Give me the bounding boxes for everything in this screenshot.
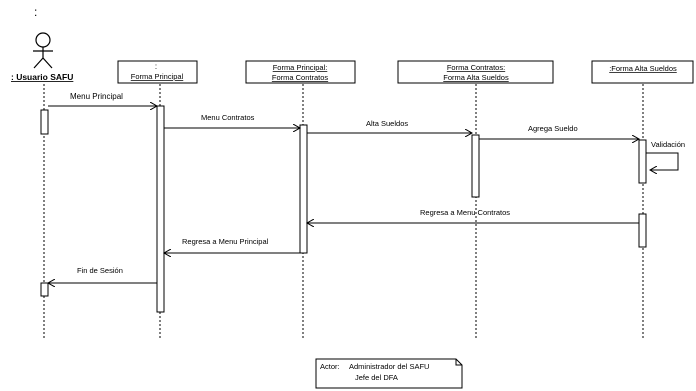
- activation-forma-alta-sueldos-instance-1: [638, 139, 647, 184]
- message-label-regresa-menu-principal: Regresa a Menu Principal: [182, 237, 269, 246]
- activation-actor-2: [40, 282, 49, 297]
- actor-note-line2: Jefe del DFA: [355, 373, 398, 382]
- message-label-alta-sueldos: Alta Sueldos: [366, 119, 408, 128]
- actor-note-line1: Administrador del SAFU: [349, 362, 429, 371]
- object-box-forma-principal: : Forma Principal: [117, 60, 198, 84]
- object-box-forma-contratos-title-line1: Forma Principal:: [273, 63, 328, 72]
- activation-forma-alta-sueldos-instance-2: [638, 213, 647, 248]
- object-box-forma-principal-title: Forma Principal: [131, 72, 184, 81]
- lifelines: [43, 84, 644, 340]
- message-arrow-validacion: [646, 152, 679, 170]
- actor-note-fold: [455, 359, 462, 366]
- object-box-forma-alta-sueldos-instance-title: :Forma Alta Sueldos: [609, 64, 677, 73]
- actor-note-box: [315, 358, 463, 389]
- object-box-forma-principal-colon: :: [155, 62, 157, 71]
- message-label-validacion: Validación: [651, 140, 685, 149]
- message-label-menu-contratos: Menu Contratos: [201, 113, 255, 122]
- object-box-forma-alta-sueldos-title-line2: Forma Alta Sueldos: [443, 73, 509, 82]
- activation-forma-contratos: [299, 124, 308, 254]
- object-box-forma-contratos: Forma Principal: Forma Contratos: [245, 60, 356, 84]
- object-box-forma-contratos-title-line2: Forma Contratos: [272, 73, 329, 82]
- message-label-agrega-sueldo: Agrega Sueldo: [528, 124, 578, 133]
- object-box-forma-alta-sueldos: Forma Contratos: Forma Alta Sueldos: [397, 60, 554, 84]
- message-label-fin-de-sesion: Fin de Sesión: [77, 266, 123, 275]
- actor-note: Actor: Administrador del SAFU Jefe del D…: [315, 358, 463, 389]
- message-label-regresa-menu-contratos: Regresa a Menu Contratos: [420, 208, 510, 217]
- activation-forma-principal: [156, 105, 165, 313]
- activation-forma-alta-sueldos: [471, 134, 480, 198]
- activation-actor-1: [40, 109, 49, 135]
- corner-mark: :: [34, 5, 37, 19]
- object-box-forma-alta-sueldos-instance: :Forma Alta Sueldos: [591, 60, 694, 84]
- actor-stick-figure-icon: [33, 32, 53, 69]
- message-label-menu-principal: Menu Principal: [70, 92, 123, 101]
- activation-bars: [40, 105, 647, 313]
- actor-label: : Usuario SAFU: [11, 72, 73, 82]
- actor-note-label: Actor:: [320, 362, 340, 371]
- messages: [48, 106, 679, 283]
- object-box-forma-alta-sueldos-title-line1: Forma Contratos:: [447, 63, 505, 72]
